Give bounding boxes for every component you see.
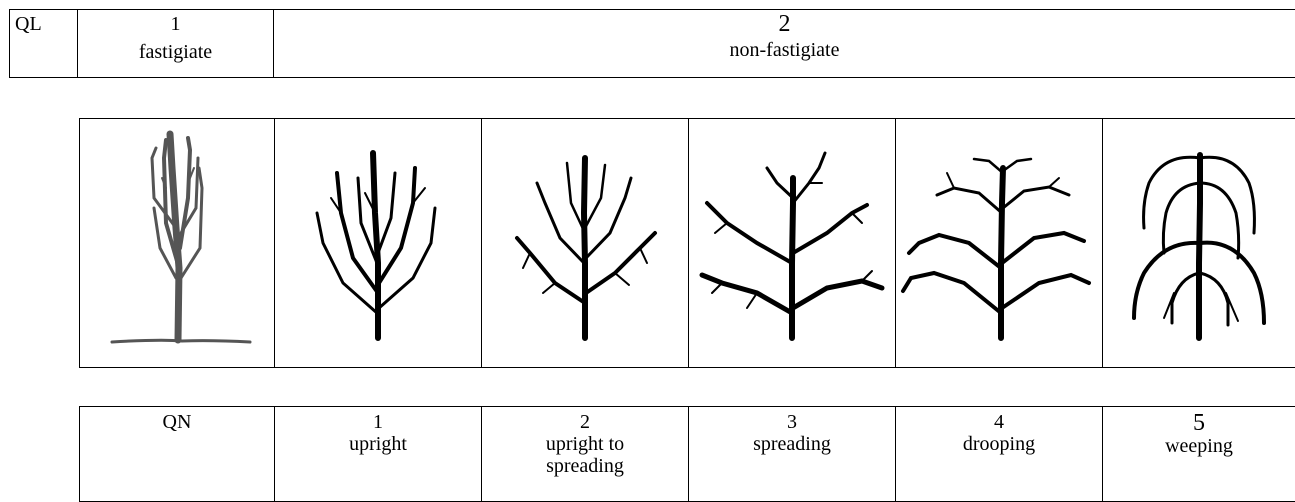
illustration-table [79,118,1295,368]
illustration-cell-drooping [896,119,1103,368]
ql-label-cell: QL [10,10,78,78]
qn-number: 5 [1103,411,1295,435]
weeping-tree-icon [1114,143,1284,343]
qn-state-label: upright to spreading [530,433,640,477]
spreading-tree-icon [697,143,887,343]
ql-fastigiate-number: 1 [78,14,273,34]
qn-state-label: upright [275,433,481,455]
illustration-cell-upright-to-spreading [482,119,689,368]
qn-label-cell: QN [80,407,275,502]
ql-table: QL 1 fastigiate 2 non-fastigiate [9,9,1295,78]
qn-cell-spreading: 3 spreading [689,407,896,502]
qn-state-label: spreading [689,433,895,455]
qn-number: 1 [275,411,481,433]
qn-state-label: weeping [1103,435,1295,457]
qn-table: QN 1 upright 2 upright to spreading 3 sp… [79,406,1295,502]
illustration-cell-fastigiate [80,119,275,368]
upright-tree-icon [303,143,453,343]
qn-state-label: drooping [896,433,1102,455]
ql-non-fastigiate-number: 2 [274,14,1295,34]
qn-cell-upright-to-spreading: 2 upright to spreading [482,407,689,502]
illustration-cell-upright [275,119,482,368]
illustration-cell-weeping [1103,119,1295,368]
ql-non-fastigiate-label: non-fastigiate [274,40,1295,60]
qn-cell-upright: 1 upright [275,407,482,502]
ql-label: QL [15,13,42,35]
qn-cell-weeping: 5 weeping [1103,407,1295,502]
upright-to-spreading-tree-icon [505,143,665,343]
fastigiate-tree-icon [102,128,252,358]
qn-label: QN [163,411,192,433]
qn-number: 2 [482,411,688,433]
drooping-tree-icon [899,143,1099,343]
illustration-cell-spreading [689,119,896,368]
ql-non-fastigiate-cell: 2 non-fastigiate [274,10,1295,78]
qn-number: 4 [896,411,1102,433]
ql-fastigiate-cell: 1 fastigiate [78,10,274,78]
qn-number: 3 [689,411,895,433]
qn-cell-drooping: 4 drooping [896,407,1103,502]
ql-fastigiate-label: fastigiate [78,42,273,62]
